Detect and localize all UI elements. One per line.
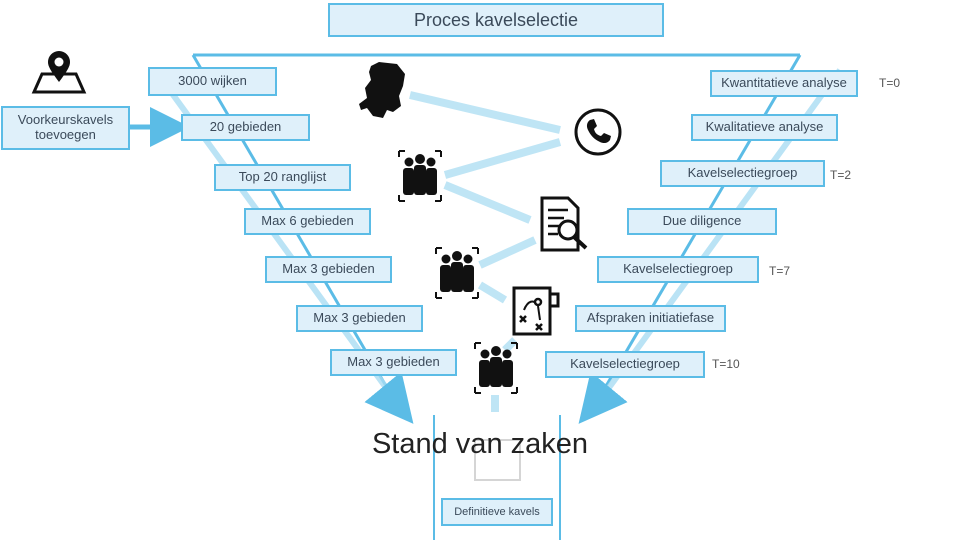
faint-bottom-icon [474,439,521,481]
map-pin-icon [31,51,87,94]
status-text: Stand van zaken [371,428,589,460]
left-step-3: Top 20 ranglijst [214,164,351,191]
right-step-2: Kwalitatieve analyse [691,114,838,141]
right-step-3: Kavelselectiegroep [660,160,825,187]
flow-arrow-2 [443,138,562,179]
right-step-7: Kavelselectiegroep [545,351,705,378]
left-step-5: Max 3 gebieden [265,256,392,283]
flow-arrow-3 [443,181,532,224]
time-label-t2: T=2 [830,168,852,182]
left-step-4: Max 6 gebieden [244,208,371,235]
phone-icon [574,108,622,156]
funnel-right-arrow [578,371,628,424]
side-box-voorkeurskavels: Voorkeurskavels toevoegen [1,106,130,150]
right-step-1: Kwantitatieve analyse [710,70,858,97]
group-icon [435,247,479,299]
page-title: Proces kavelselectie [328,3,664,37]
left-step-6: Max 3 gebieden [296,305,423,332]
left-step-7: Max 3 gebieden [330,349,457,376]
right-step-4: Due diligence [627,208,777,235]
group-icon [474,342,518,394]
strategy-plan-icon [512,286,560,336]
right-step-5: Kavelselectiegroep [597,256,759,283]
netherlands-map-icon [359,62,405,118]
final-box: Definitieve kavels [441,498,553,526]
funnel-left-arrow [364,371,414,424]
funnel-bottom-channel [433,415,561,540]
flow-arrow-6 [502,337,518,353]
document-search-icon [540,196,588,252]
time-label-t0: T=0 [879,76,901,90]
flow-arrow-5 [477,281,508,304]
flow-arrow-4 [478,236,537,269]
left-step-1: 3000 wijken [148,67,277,96]
left-step-2: 20 gebieden [181,114,310,141]
group-icon [398,150,442,202]
right-step-6: Afspraken initiatiefase [575,305,726,332]
flow-arrow-1 [409,91,561,134]
time-label-t10: T=10 [712,357,740,371]
time-label-t7: T=7 [769,264,791,278]
